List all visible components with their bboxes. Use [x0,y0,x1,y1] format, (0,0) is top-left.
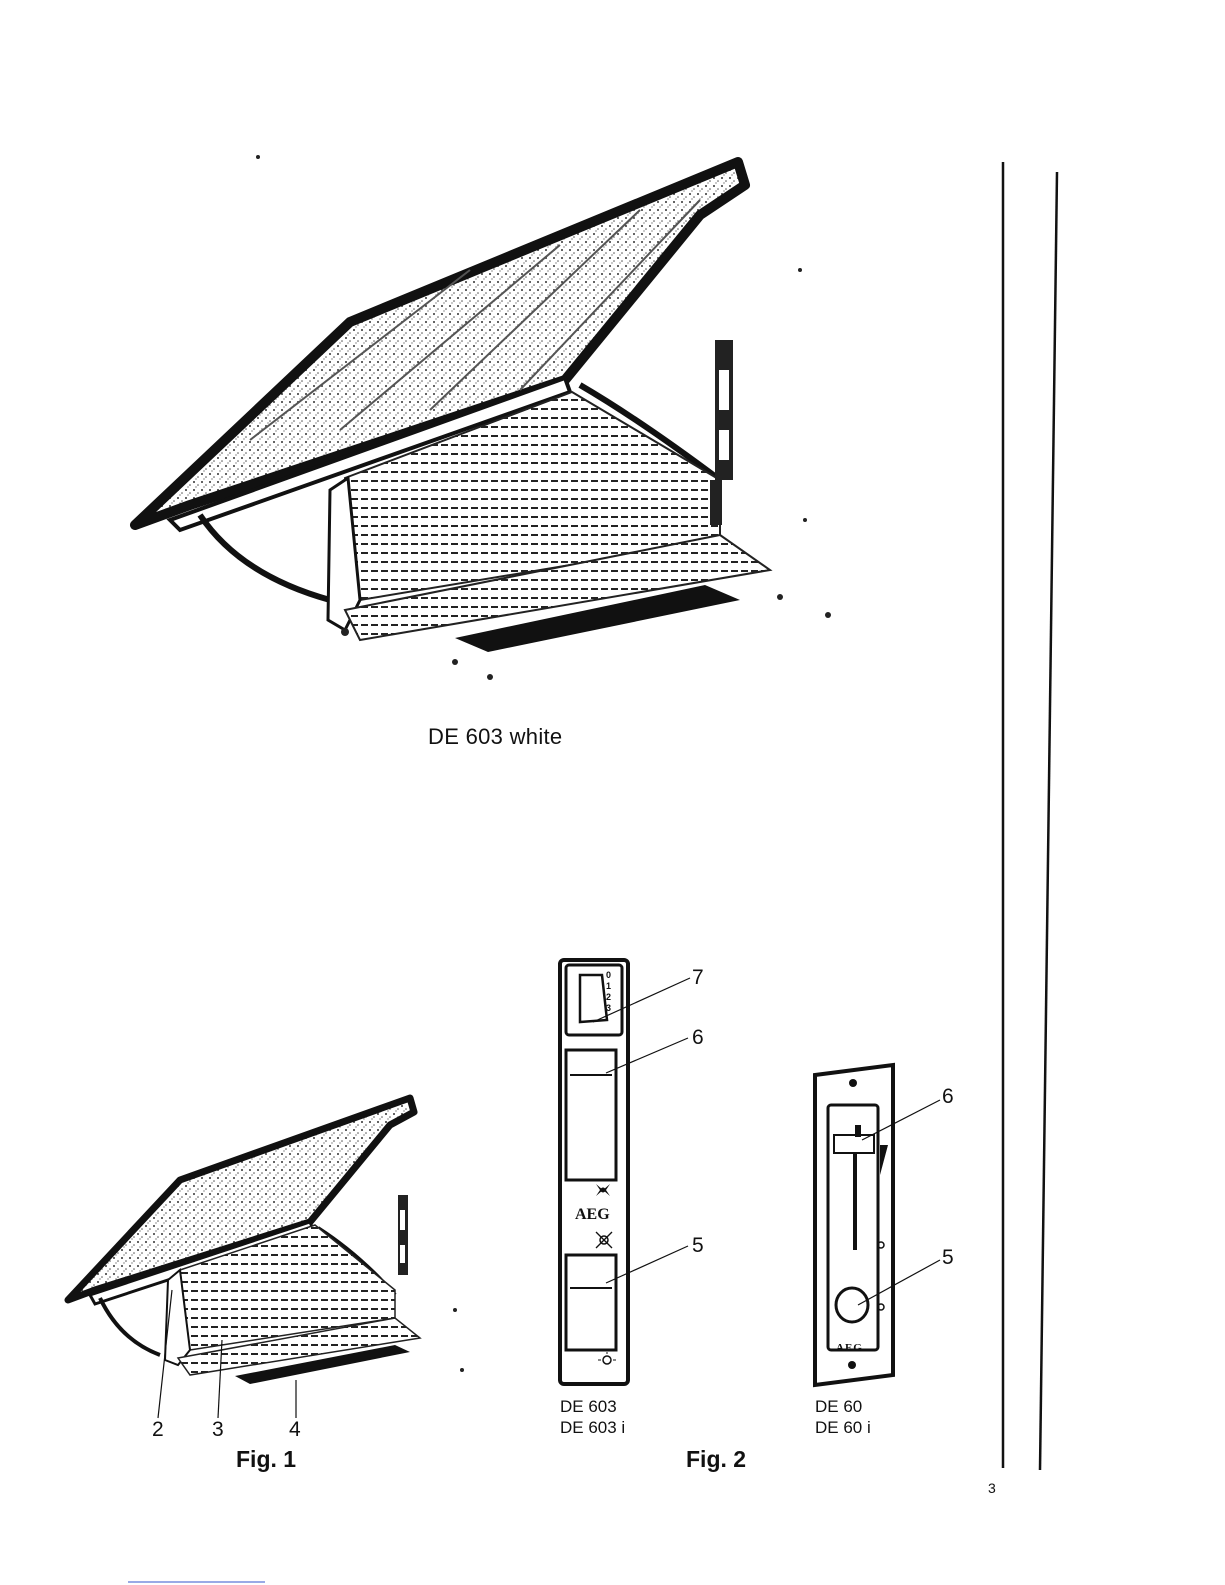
page-number: 3 [988,1480,996,1496]
panel-a-models: DE 603 DE 603 i [560,1396,625,1438]
fig2-label: Fig. 2 [686,1446,746,1473]
panel-b-models: DE 60 DE 60 i [815,1396,871,1438]
switch-scale: 0 1 2 3 [606,970,611,1014]
top-model-caption: DE 603 white [428,724,562,750]
callout-6b: 6 [942,1085,954,1109]
callout-6a: 6 [692,1026,704,1050]
fig1-label: Fig. 1 [236,1446,296,1473]
callout-2: 2 [152,1418,164,1442]
callout-3: 3 [212,1418,224,1442]
brand-logo-a: AEG [575,1206,610,1224]
callout-4: 4 [289,1418,301,1442]
callout-5a: 5 [692,1234,704,1258]
callout-5b: 5 [942,1246,954,1270]
callout-7: 7 [692,966,704,990]
brand-logo-b: AEG [836,1342,863,1354]
